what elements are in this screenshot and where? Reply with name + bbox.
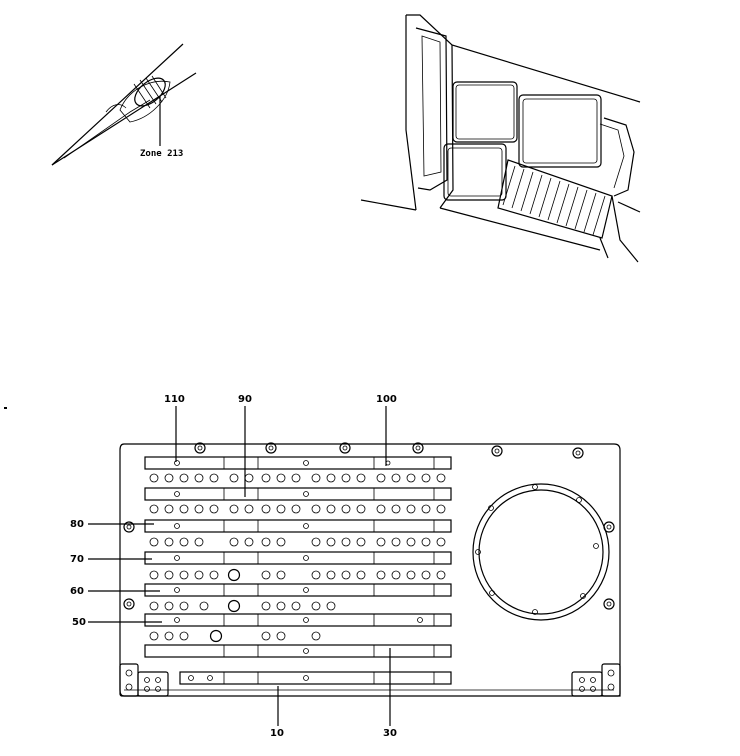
callout-50: 50	[72, 617, 162, 628]
right-mounting-foot	[571, 663, 621, 697]
callout-80: 80	[70, 519, 154, 530]
callout-30: 30	[383, 648, 397, 739]
callout-100: 100	[376, 394, 397, 466]
callout-70: 70	[70, 554, 152, 565]
left-mounting-foot	[119, 663, 169, 697]
callout-10: 10	[270, 686, 284, 739]
callout-10-label: 10	[270, 728, 284, 739]
callout-60: 60	[70, 586, 160, 597]
callout-60-label: 60	[70, 586, 84, 597]
connector-holes	[149, 473, 446, 643]
callout-80-label: 80	[70, 519, 84, 530]
callout-50-label: 50	[72, 617, 86, 628]
callout-90: 90	[238, 394, 252, 497]
terminal-strips	[144, 456, 452, 685]
circular-port	[472, 483, 610, 621]
zone-label: Zone 213	[140, 149, 183, 159]
hatched-panel	[502, 165, 606, 236]
callout-110-label: 110	[164, 394, 185, 405]
callout-110: 110	[164, 394, 185, 462]
cockpit-console-view	[360, 14, 641, 263]
aircraft-locator-view: Zone 213	[51, 43, 197, 166]
callout-90-label: 90	[238, 394, 252, 405]
callout-30-label: 30	[383, 728, 397, 739]
callout-70-label: 70	[70, 554, 84, 565]
callout-100-label: 100	[376, 394, 397, 405]
panel-screws	[123, 442, 615, 610]
stray-mark	[4, 407, 7, 409]
connector-panel	[119, 442, 621, 697]
